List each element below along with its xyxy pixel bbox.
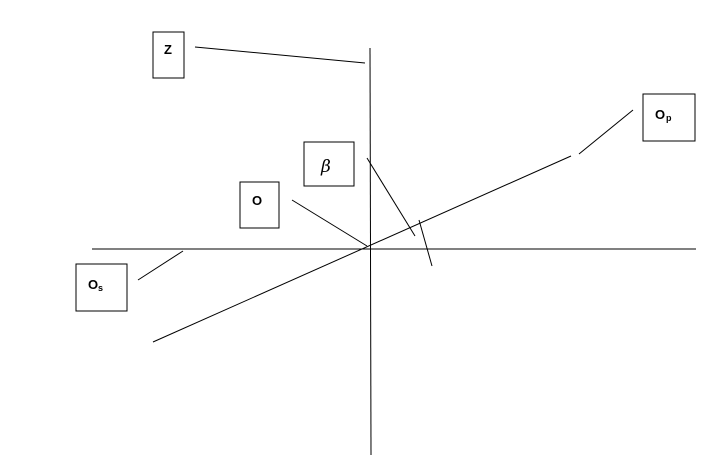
label-os-sub: s [98,283,103,293]
label-origin: O [239,181,280,229]
angle-tick [418,219,433,267]
label-op: O p [642,93,696,142]
label-beta: β [303,141,355,187]
label-z: Z [152,31,185,79]
vertical-axis [369,47,372,456]
label-origin-text: O [252,193,262,208]
label-op-main: O [655,107,665,122]
origin-leader-line [291,199,368,247]
beta-leader-line [366,157,416,237]
label-os-main: O [88,277,98,292]
label-beta-text: β [320,157,331,177]
label-op-sub: p [666,113,672,123]
os-leader-line [137,250,184,281]
label-z-text: Z [164,42,172,57]
inclined-axis [152,155,572,343]
z-leader-line [194,46,366,64]
inclined-axis-extension [578,109,634,155]
label-os: O s [75,263,128,312]
